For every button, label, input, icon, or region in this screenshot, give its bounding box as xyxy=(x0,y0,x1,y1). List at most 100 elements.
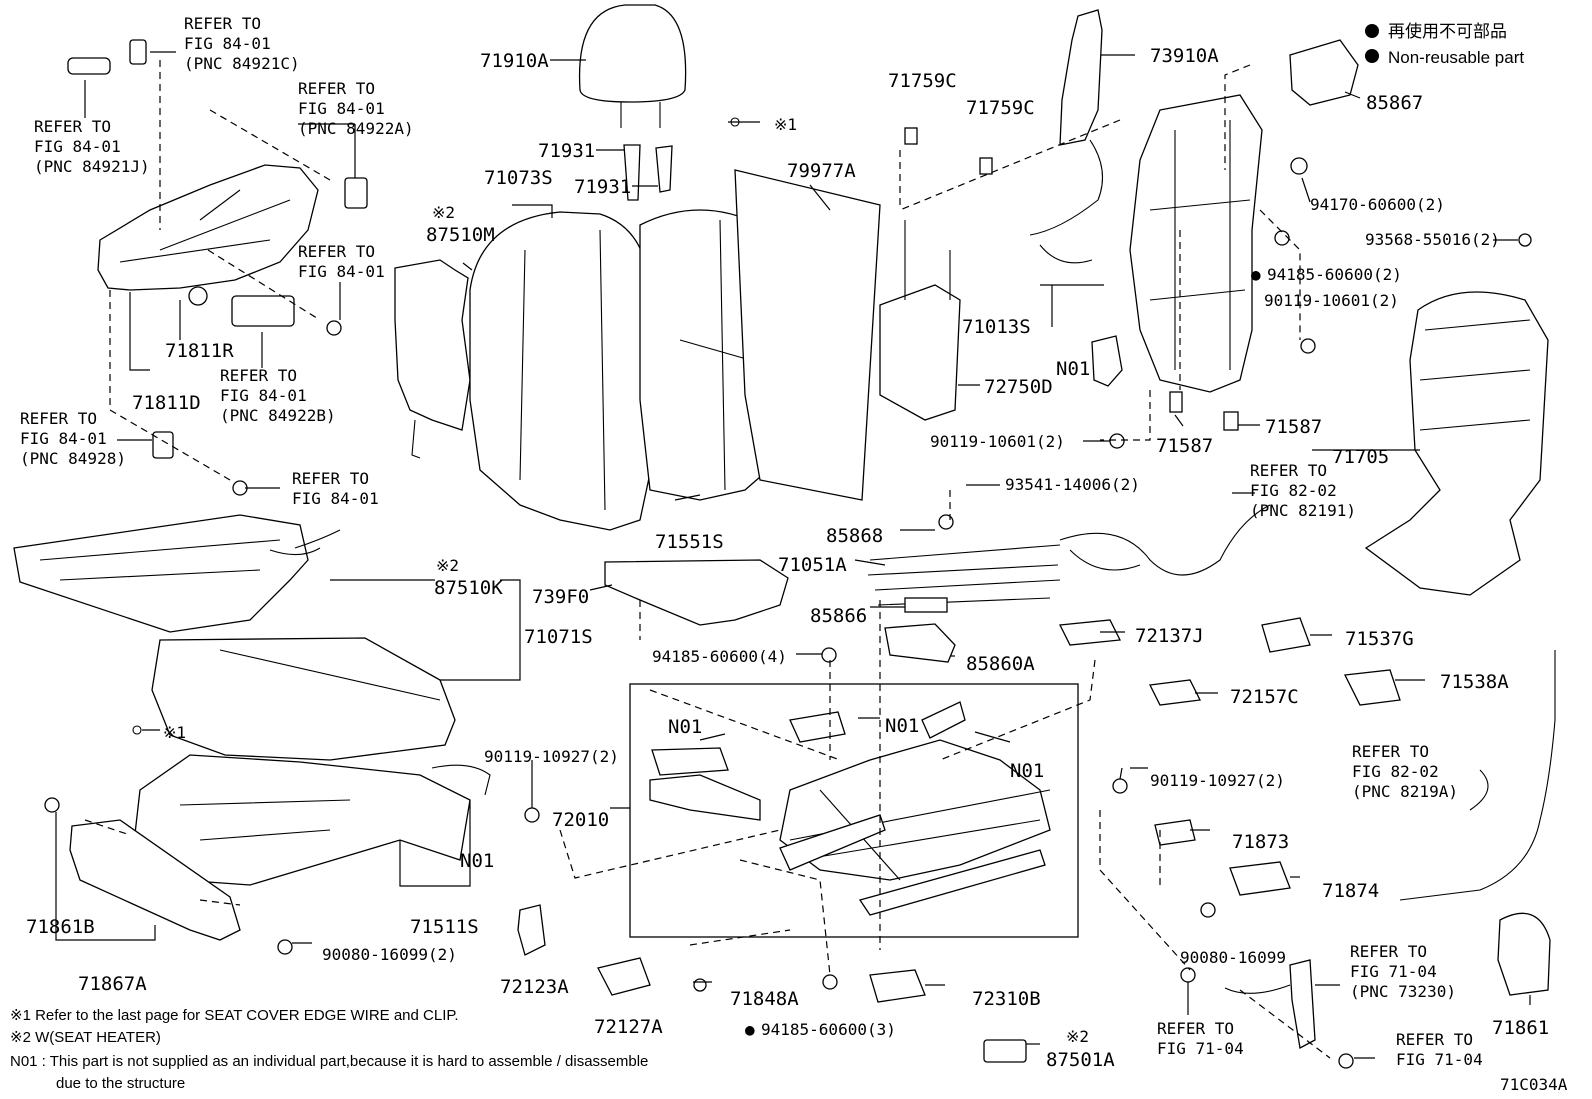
motor-a-part xyxy=(1091,335,1123,387)
label-93541: 93541-14006(2) xyxy=(1005,475,1140,494)
cover-d-part xyxy=(1344,669,1401,706)
cushion-spring-part xyxy=(867,544,1061,606)
refer-8219a: REFER TO FIG 82-02 (PNC 8219A) xyxy=(1352,742,1458,801)
label-71910A: 71910A xyxy=(480,50,549,72)
label-71013S: 71013S xyxy=(962,316,1031,338)
label-72127A: 72127A xyxy=(594,1016,663,1038)
refer-84922a: REFER TO FIG 84-01 (PNC 84922A) xyxy=(298,79,414,138)
side-cover-knob-part xyxy=(1497,912,1551,996)
label-73910A: 73910A xyxy=(1150,45,1219,67)
label-71861: 71861 xyxy=(1492,1017,1549,1039)
sensor-mat-part xyxy=(904,597,948,613)
part-drawings xyxy=(13,4,1556,1069)
star1-a: ※1 xyxy=(774,115,797,134)
bracket-g-part xyxy=(1229,861,1291,896)
bolt-g-part xyxy=(1200,902,1216,918)
label-71551S: 71551S xyxy=(655,531,724,553)
clip-d-part xyxy=(979,157,993,175)
label-71867A: 71867A xyxy=(78,973,147,995)
label-N01-c: N01 xyxy=(885,715,919,737)
legend-bullet-b xyxy=(1365,49,1379,63)
harness-b-part xyxy=(1399,650,1556,901)
bracket-f-part xyxy=(1154,819,1196,846)
label-71931-b: 71931 xyxy=(574,176,631,198)
label-72123A: 72123A xyxy=(500,976,569,998)
refer-84921c: REFER TO FIG 84-01 (PNC 84921C) xyxy=(184,14,300,73)
label-87501A: 87501A xyxy=(1046,1049,1115,1071)
bolt-part xyxy=(232,480,248,496)
bracket-d-part xyxy=(1058,619,1122,646)
label-93568: 93568-55016(2) xyxy=(1365,230,1500,249)
clip-part xyxy=(129,39,147,65)
dot-b: ● xyxy=(745,1020,755,1039)
bracket-e-part xyxy=(1149,679,1201,706)
motor-b-part xyxy=(651,747,729,776)
bolt-e-part xyxy=(277,939,293,955)
emblem-part xyxy=(67,57,111,75)
refer-7104a: REFER TO FIG 71-04 xyxy=(1157,1019,1244,1058)
front-panel-part xyxy=(69,819,241,941)
label-94170: 94170-60600(2) xyxy=(1310,195,1445,214)
legend-bullet-a xyxy=(1365,24,1379,38)
label-90080-16099: 90080-16099 xyxy=(1180,948,1286,967)
star2-b: ※2 xyxy=(436,556,459,575)
label-N01-a: N01 xyxy=(1056,358,1090,380)
label-85866: 85866 xyxy=(810,605,867,627)
label-72137J: 72137J xyxy=(1135,625,1204,647)
label-N01-e: N01 xyxy=(460,850,494,872)
leader-lines xyxy=(55,51,1531,1059)
label-87510M: 87510M xyxy=(426,224,495,246)
nut-d-part xyxy=(822,974,838,990)
label-72010: 72010 xyxy=(552,809,609,831)
label-71811D: 71811D xyxy=(132,392,201,414)
part-labels: 71910A 71931 71931 71073S ※2 87510M 7997… xyxy=(26,45,1549,1071)
refer-73230: REFER TO FIG 71-04 (PNC 73230) xyxy=(1350,942,1456,1001)
bolt-h-part xyxy=(524,807,540,823)
label-90119-10601-a: 90119-10601(2) xyxy=(1264,291,1399,310)
refer-84921j: REFER TO FIG 84-01 (PNC 84921J) xyxy=(34,117,150,176)
cushion-heater-mat-part xyxy=(13,514,309,633)
footnote-n01-a: N01 : This part is not supplied as an in… xyxy=(10,1053,648,1070)
bolt-d-part xyxy=(1518,233,1532,247)
label-90080-16099-2: 90080-16099(2) xyxy=(322,945,457,964)
screw-part xyxy=(326,320,342,336)
back-board-part xyxy=(1364,291,1549,596)
headrest-part xyxy=(578,4,687,103)
bracket-h-part xyxy=(869,969,926,1003)
dot-a: ● xyxy=(1251,265,1261,284)
sensor-ecu-part xyxy=(884,623,956,663)
footnote-1: ※1 Refer to the last page for SEAT COVER… xyxy=(10,1007,459,1024)
side-shield-part xyxy=(97,164,319,291)
label-71587-a: 71587 xyxy=(1156,435,1213,457)
star1-b: ※1 xyxy=(163,723,186,742)
footnotes: ※1 Refer to the last page for SEAT COVER… xyxy=(10,1007,1568,1094)
label-94185-2: 94185-60600(2) xyxy=(1267,265,1402,284)
legend-ja: 再使用不可部品 xyxy=(1388,21,1507,41)
nut-e-part xyxy=(1180,967,1196,983)
side-airbag-part xyxy=(1059,9,1103,146)
label-71931-a: 71931 xyxy=(538,140,595,162)
label-N01-b: N01 xyxy=(668,716,702,738)
legend: 再使用不可部品 Non-reusable part xyxy=(1365,21,1524,67)
clip-e-part xyxy=(44,797,60,813)
label-90119-10927-a: 90119-10927(2) xyxy=(484,747,619,766)
legend-en: Non-reusable part xyxy=(1388,48,1524,67)
seatback-frame-part xyxy=(1129,94,1263,393)
bracket-part xyxy=(152,431,174,459)
harness-a-part xyxy=(1059,504,1271,576)
refer-7104b: REFER TO FIG 71-04 xyxy=(1396,1030,1483,1069)
cover-b-part xyxy=(597,957,651,996)
refer-blocks: REFER TO FIG 84-01 (PNC 84921C) REFER TO… xyxy=(20,14,1483,1069)
switch-knob-part xyxy=(344,177,368,209)
label-71511S: 71511S xyxy=(410,916,479,938)
back-heater-mat-part xyxy=(394,259,471,431)
label-71874: 71874 xyxy=(1322,880,1379,902)
label-85868: 85868 xyxy=(826,525,883,547)
label-90119-10601-b: 90119-10601(2) xyxy=(930,432,1065,451)
seatback-pad-part xyxy=(639,209,771,501)
footnote-2: ※2 W(SEAT HEATER) xyxy=(10,1029,161,1046)
bolt-c-part xyxy=(1109,433,1125,449)
clip-g-part xyxy=(693,978,707,992)
label-71073S: 71073S xyxy=(484,167,553,189)
label-87510K: 87510K xyxy=(434,577,503,599)
